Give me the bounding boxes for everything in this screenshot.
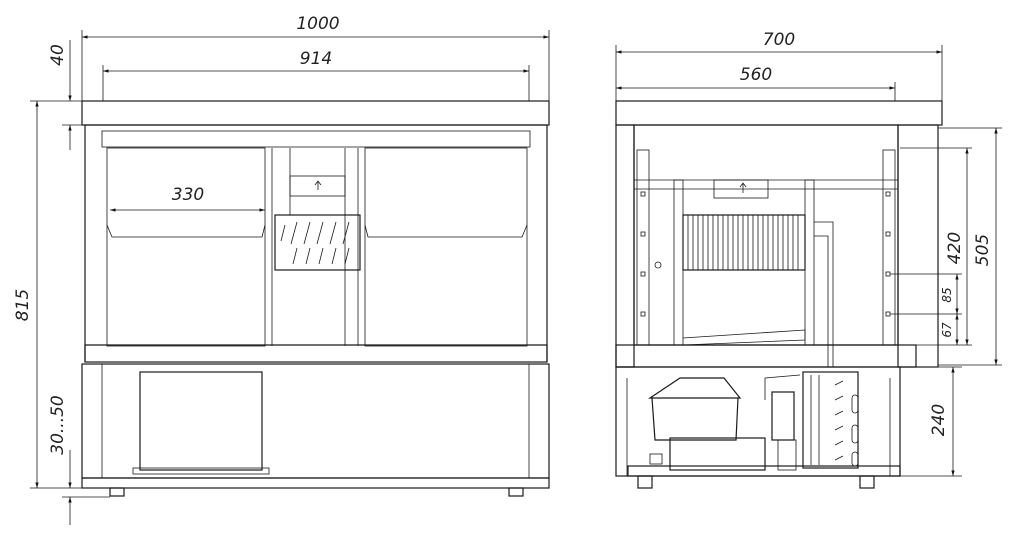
leg-right [508, 487, 524, 497]
right-window [364, 147, 528, 347]
door-insulation [897, 124, 939, 368]
dim-inner-depth: 560 [740, 65, 772, 85]
dim-inner-width: 914 [300, 49, 332, 69]
shelves [106, 224, 528, 238]
dim-depth: 700 [763, 30, 795, 50]
rear-wall-insulation [615, 124, 635, 368]
dim-inner-height: 420 [945, 232, 965, 264]
dim-base-height: 240 [929, 404, 949, 436]
left-window [106, 147, 266, 347]
side-view: 700 560 505 420 85 67 240 [615, 30, 1002, 489]
dim-compartment-height: 505 [973, 234, 993, 266]
receiver [771, 391, 795, 441]
compressor-fan [648, 377, 742, 441]
front-view: 1000 914 815 40 30...50 330 [13, 14, 550, 525]
compressor [669, 437, 766, 471]
refrigerant-pipe [814, 221, 834, 367]
compressor-door [139, 371, 263, 471]
leg-front [859, 475, 875, 489]
dim-top-thickness: 40 [48, 44, 68, 66]
floor-insulation [615, 344, 917, 368]
evaporator [682, 214, 806, 271]
upper-body [84, 124, 548, 363]
grille-slots [280, 221, 350, 265]
evaporator-grille [274, 214, 361, 271]
lower-body [81, 363, 550, 479]
dim-bottom-step: 67 [940, 322, 954, 338]
base [81, 477, 550, 489]
countertop [81, 100, 550, 126]
dim-height: 815 [13, 289, 33, 321]
leg-rear [637, 475, 653, 489]
dim-shelf-width: 330 [172, 185, 204, 205]
dim-shelf-step: 85 [940, 287, 954, 302]
leg-left [109, 487, 125, 497]
dim-width: 1000 [296, 14, 339, 34]
condenser [802, 371, 859, 469]
countertop-insulated [615, 100, 943, 126]
dim-leg-adjust: 30...50 [48, 395, 68, 454]
